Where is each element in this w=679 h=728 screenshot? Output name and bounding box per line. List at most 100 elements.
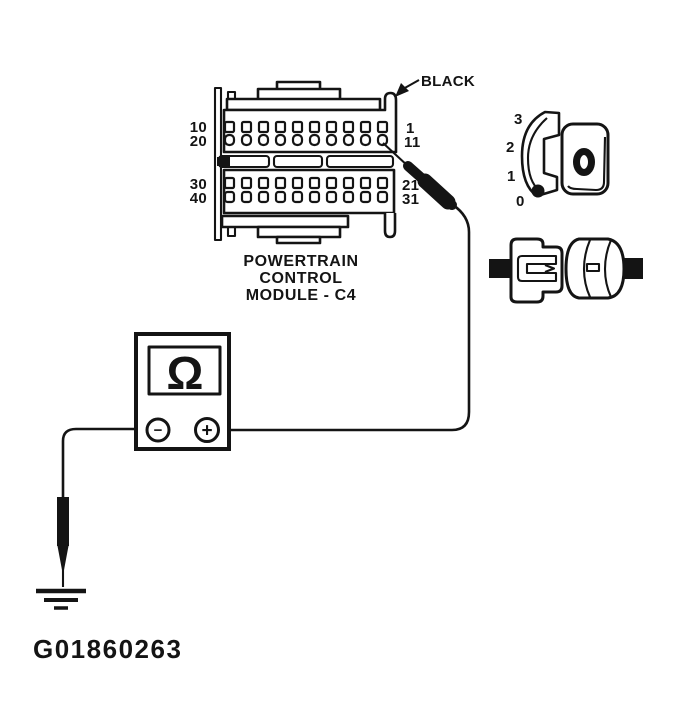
ohm-symbol: Ω bbox=[167, 347, 204, 399]
inline-connector bbox=[489, 237, 643, 304]
pcm-caption-line2: CONTROL bbox=[259, 270, 342, 287]
pcm-pin bbox=[308, 133, 321, 147]
connector-seam-2 bbox=[603, 239, 612, 298]
pcm-pin bbox=[223, 133, 236, 147]
pcm-pin bbox=[359, 120, 372, 134]
pcm-pin bbox=[342, 133, 355, 147]
pcm-pin bbox=[223, 190, 236, 204]
ignition-position-2: 2 bbox=[506, 139, 515, 156]
pin-row-label-10: 10 bbox=[190, 119, 207, 136]
ohmmeter: Ω − + bbox=[134, 332, 231, 451]
key-head-inner-edge bbox=[567, 136, 607, 192]
pcm-pin bbox=[257, 190, 270, 204]
pcm-pin bbox=[359, 176, 372, 190]
ignition-position-1: 1 bbox=[507, 168, 516, 185]
pcm-pin bbox=[291, 120, 304, 134]
negative-wire-path bbox=[61, 427, 149, 502]
black-wire-callout: BLACK bbox=[395, 73, 475, 97]
connector-slot bbox=[585, 262, 601, 273]
pcm-pin bbox=[376, 120, 389, 134]
pcm-latch-3 bbox=[325, 154, 395, 169]
pcm-pin bbox=[257, 120, 270, 134]
negative-terminal-label: − bbox=[154, 422, 163, 439]
pcm-pin bbox=[257, 176, 270, 190]
pcm-connector: 10 20 30 40 1 11 21 31 BLACK POWERTRAIN … bbox=[190, 73, 475, 304]
ignition-selected-dot bbox=[531, 184, 545, 198]
pcm-pin bbox=[325, 190, 338, 204]
ground-test-probe bbox=[57, 497, 69, 587]
black-leader-line bbox=[402, 79, 420, 90]
positive-terminal-label: + bbox=[201, 421, 212, 442]
pin-row-label-31: 31 bbox=[402, 191, 419, 208]
pcm-pin bbox=[359, 133, 372, 147]
connector-terminal-tip bbox=[544, 264, 556, 273]
pcm-pin bbox=[342, 190, 355, 204]
pcm-latch-2 bbox=[272, 154, 324, 169]
pcm-bottom-cap-small bbox=[275, 235, 322, 245]
connector-right-wire-stub bbox=[624, 258, 643, 279]
positive-test-lead-wire bbox=[216, 203, 471, 432]
figure-id: G01860263 bbox=[33, 634, 182, 664]
pcm-pin bbox=[257, 133, 270, 147]
pcm-pin bbox=[308, 190, 321, 204]
pin-row-label-20: 20 bbox=[190, 133, 207, 150]
pcm-pin-grid bbox=[223, 120, 389, 204]
pcm-pin bbox=[291, 190, 304, 204]
pcm-pin bbox=[223, 176, 236, 190]
pcm-pin bbox=[274, 120, 287, 134]
pcm-latch-end-block bbox=[217, 157, 230, 166]
probe-grip bbox=[417, 173, 456, 210]
negative-test-lead-wire bbox=[61, 427, 149, 502]
pin-row-label-40: 40 bbox=[190, 190, 207, 207]
pcm-pin bbox=[274, 190, 287, 204]
black-label: BLACK bbox=[421, 73, 475, 90]
pcm-pin bbox=[240, 190, 253, 204]
lock-cylinder-icon bbox=[520, 110, 561, 198]
pcm-pin bbox=[240, 133, 253, 147]
pcm-pin bbox=[342, 120, 355, 134]
ground-probe-taper bbox=[57, 546, 69, 570]
pin-row-label-11: 11 bbox=[404, 134, 420, 151]
pcm-top-cap-wide bbox=[225, 97, 382, 112]
pcm-pin bbox=[325, 133, 338, 147]
connector-terminal-fork bbox=[516, 254, 558, 283]
pcm-pin bbox=[376, 176, 389, 190]
negative-terminal bbox=[145, 417, 171, 443]
pcm-lower-flange bbox=[383, 213, 397, 239]
pcm-caption-line3: MODULE - C4 bbox=[246, 287, 357, 304]
pcm-pin bbox=[342, 176, 355, 190]
pcm-pin bbox=[308, 120, 321, 134]
ignition-position-3: 3 bbox=[514, 111, 523, 128]
pin-row-label-1: 1 bbox=[406, 120, 415, 137]
ignition-position-0: 0 bbox=[516, 193, 525, 210]
pcm-caption-line1: POWERTRAIN bbox=[243, 253, 358, 270]
connector-male-half bbox=[509, 237, 564, 304]
ground-symbol-icon bbox=[36, 588, 86, 610]
ohmmeter-display bbox=[147, 345, 222, 396]
positive-test-probe bbox=[382, 142, 457, 210]
pcm-pin bbox=[291, 133, 304, 147]
pcm-pin bbox=[308, 176, 321, 190]
pcm-pin bbox=[240, 120, 253, 134]
black-arrowhead-icon bbox=[395, 83, 409, 97]
ignition-switch: 3 2 1 0 bbox=[506, 110, 610, 210]
pcm-pin bbox=[274, 133, 287, 147]
positive-wire-path bbox=[216, 203, 471, 432]
lock-cylinder-inner-edge bbox=[526, 117, 548, 192]
key-head-icon bbox=[560, 122, 610, 196]
pcm-pin bbox=[223, 120, 236, 134]
pcm-pin bbox=[359, 190, 372, 204]
pcm-pin bbox=[325, 120, 338, 134]
pin-row-label-30: 30 bbox=[190, 176, 207, 193]
pcm-pin bbox=[376, 133, 389, 147]
pcm-pin bbox=[291, 176, 304, 190]
positive-terminal bbox=[194, 417, 220, 443]
key-hole-icon bbox=[573, 148, 595, 176]
pcm-bottom-cap-mid bbox=[256, 225, 342, 239]
pcm-caption: POWERTRAIN CONTROL MODULE - C4 bbox=[243, 253, 358, 304]
pcm-pin bbox=[274, 176, 287, 190]
pcm-pin bbox=[325, 176, 338, 190]
pcm-bottom-cap-wide bbox=[220, 214, 350, 229]
connector-left-wire-stub bbox=[489, 259, 510, 278]
